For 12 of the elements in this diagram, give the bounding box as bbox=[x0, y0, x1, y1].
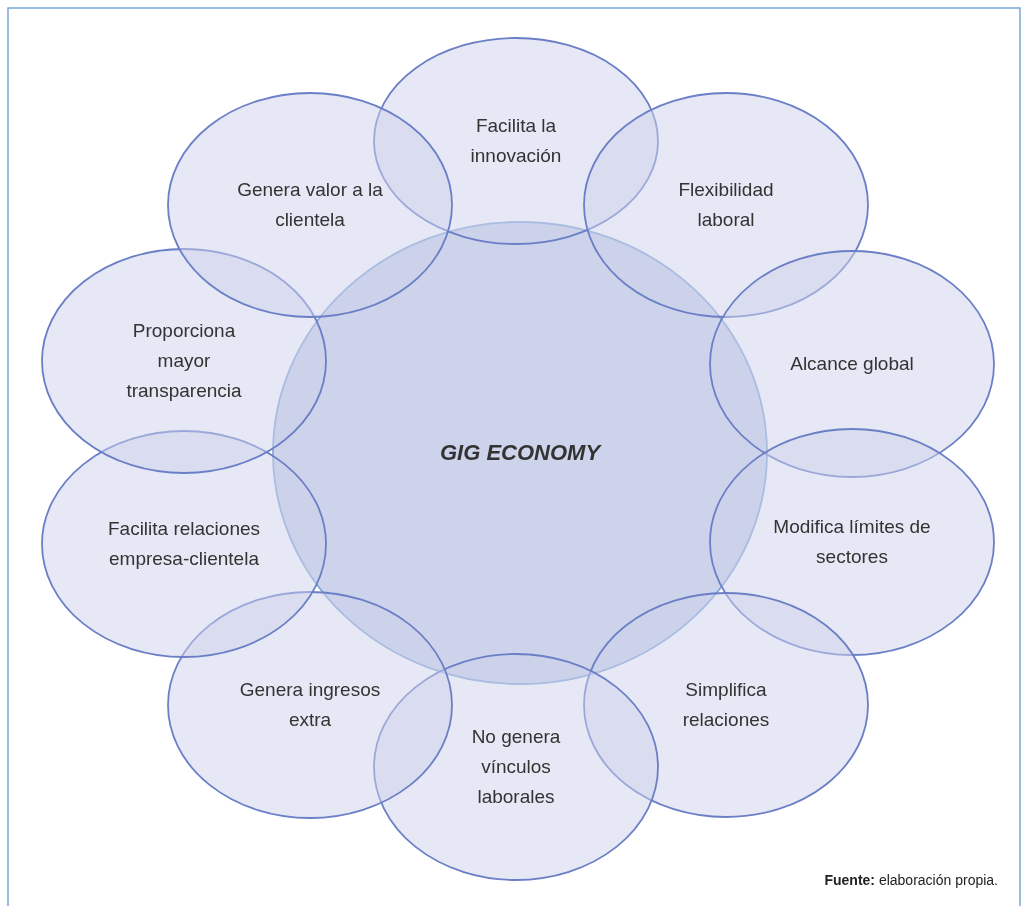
petal-label: Flexibilidad laboral bbox=[677, 178, 775, 232]
center-label: GIG ECONOMY bbox=[438, 439, 603, 467]
source-note: Fuente: elaboración propia. bbox=[824, 872, 998, 888]
petal-label: Proporciona mayor transparencia bbox=[125, 319, 243, 403]
petal-label: Genera ingresos extra bbox=[238, 678, 382, 732]
petal-label: Facilita la innovación bbox=[469, 114, 563, 168]
petal-label: Facilita relaciones empresa-clientela bbox=[106, 517, 262, 571]
petal-label: Alcance global bbox=[789, 352, 915, 376]
petal-label: Genera valor a la clientela bbox=[236, 178, 384, 232]
petal-label: Modifica límites de sectores bbox=[772, 515, 932, 569]
petal-label: Simplifica relaciones bbox=[681, 678, 771, 732]
petal-label: No genera vínculos laborales bbox=[470, 725, 562, 809]
